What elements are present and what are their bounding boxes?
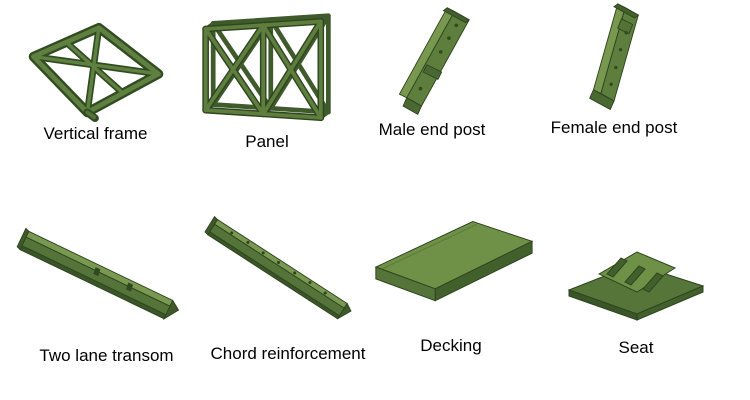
panel-image	[202, 13, 331, 122]
part-label: Vertical frame	[43, 124, 148, 143]
vertical-frame-image	[28, 22, 163, 122]
part-card-panel: Panel	[192, 12, 342, 152]
part-label: Decking	[420, 336, 482, 355]
part-card-two-lane-transom: Two lane transom	[14, 216, 199, 366]
two-lane-transom-image	[16, 227, 180, 320]
part-label: Two lane transom	[39, 346, 174, 365]
female-end-post-image	[589, 3, 640, 111]
part-label: Seat	[618, 338, 654, 357]
part-card-decking: Decking	[362, 214, 540, 356]
part-card-male-end-post: Male end post	[362, 6, 502, 140]
male-end-post-image	[398, 7, 471, 115]
part-card-seat: Seat	[556, 216, 716, 358]
part-label: Chord reinforcement	[210, 344, 366, 363]
part-label: Female end post	[550, 118, 678, 137]
part-label: Panel	[245, 132, 289, 151]
seat-image	[567, 251, 705, 321]
chord-reinforcement-image	[204, 215, 352, 320]
decking-image	[374, 221, 534, 302]
part-card-chord-reinforcement: Chord reinforcement	[202, 210, 374, 364]
part-label: Male end post	[378, 120, 486, 139]
part-card-female-end-post: Female end post	[540, 2, 688, 138]
part-card-vertical-frame: Vertical frame	[18, 22, 173, 144]
